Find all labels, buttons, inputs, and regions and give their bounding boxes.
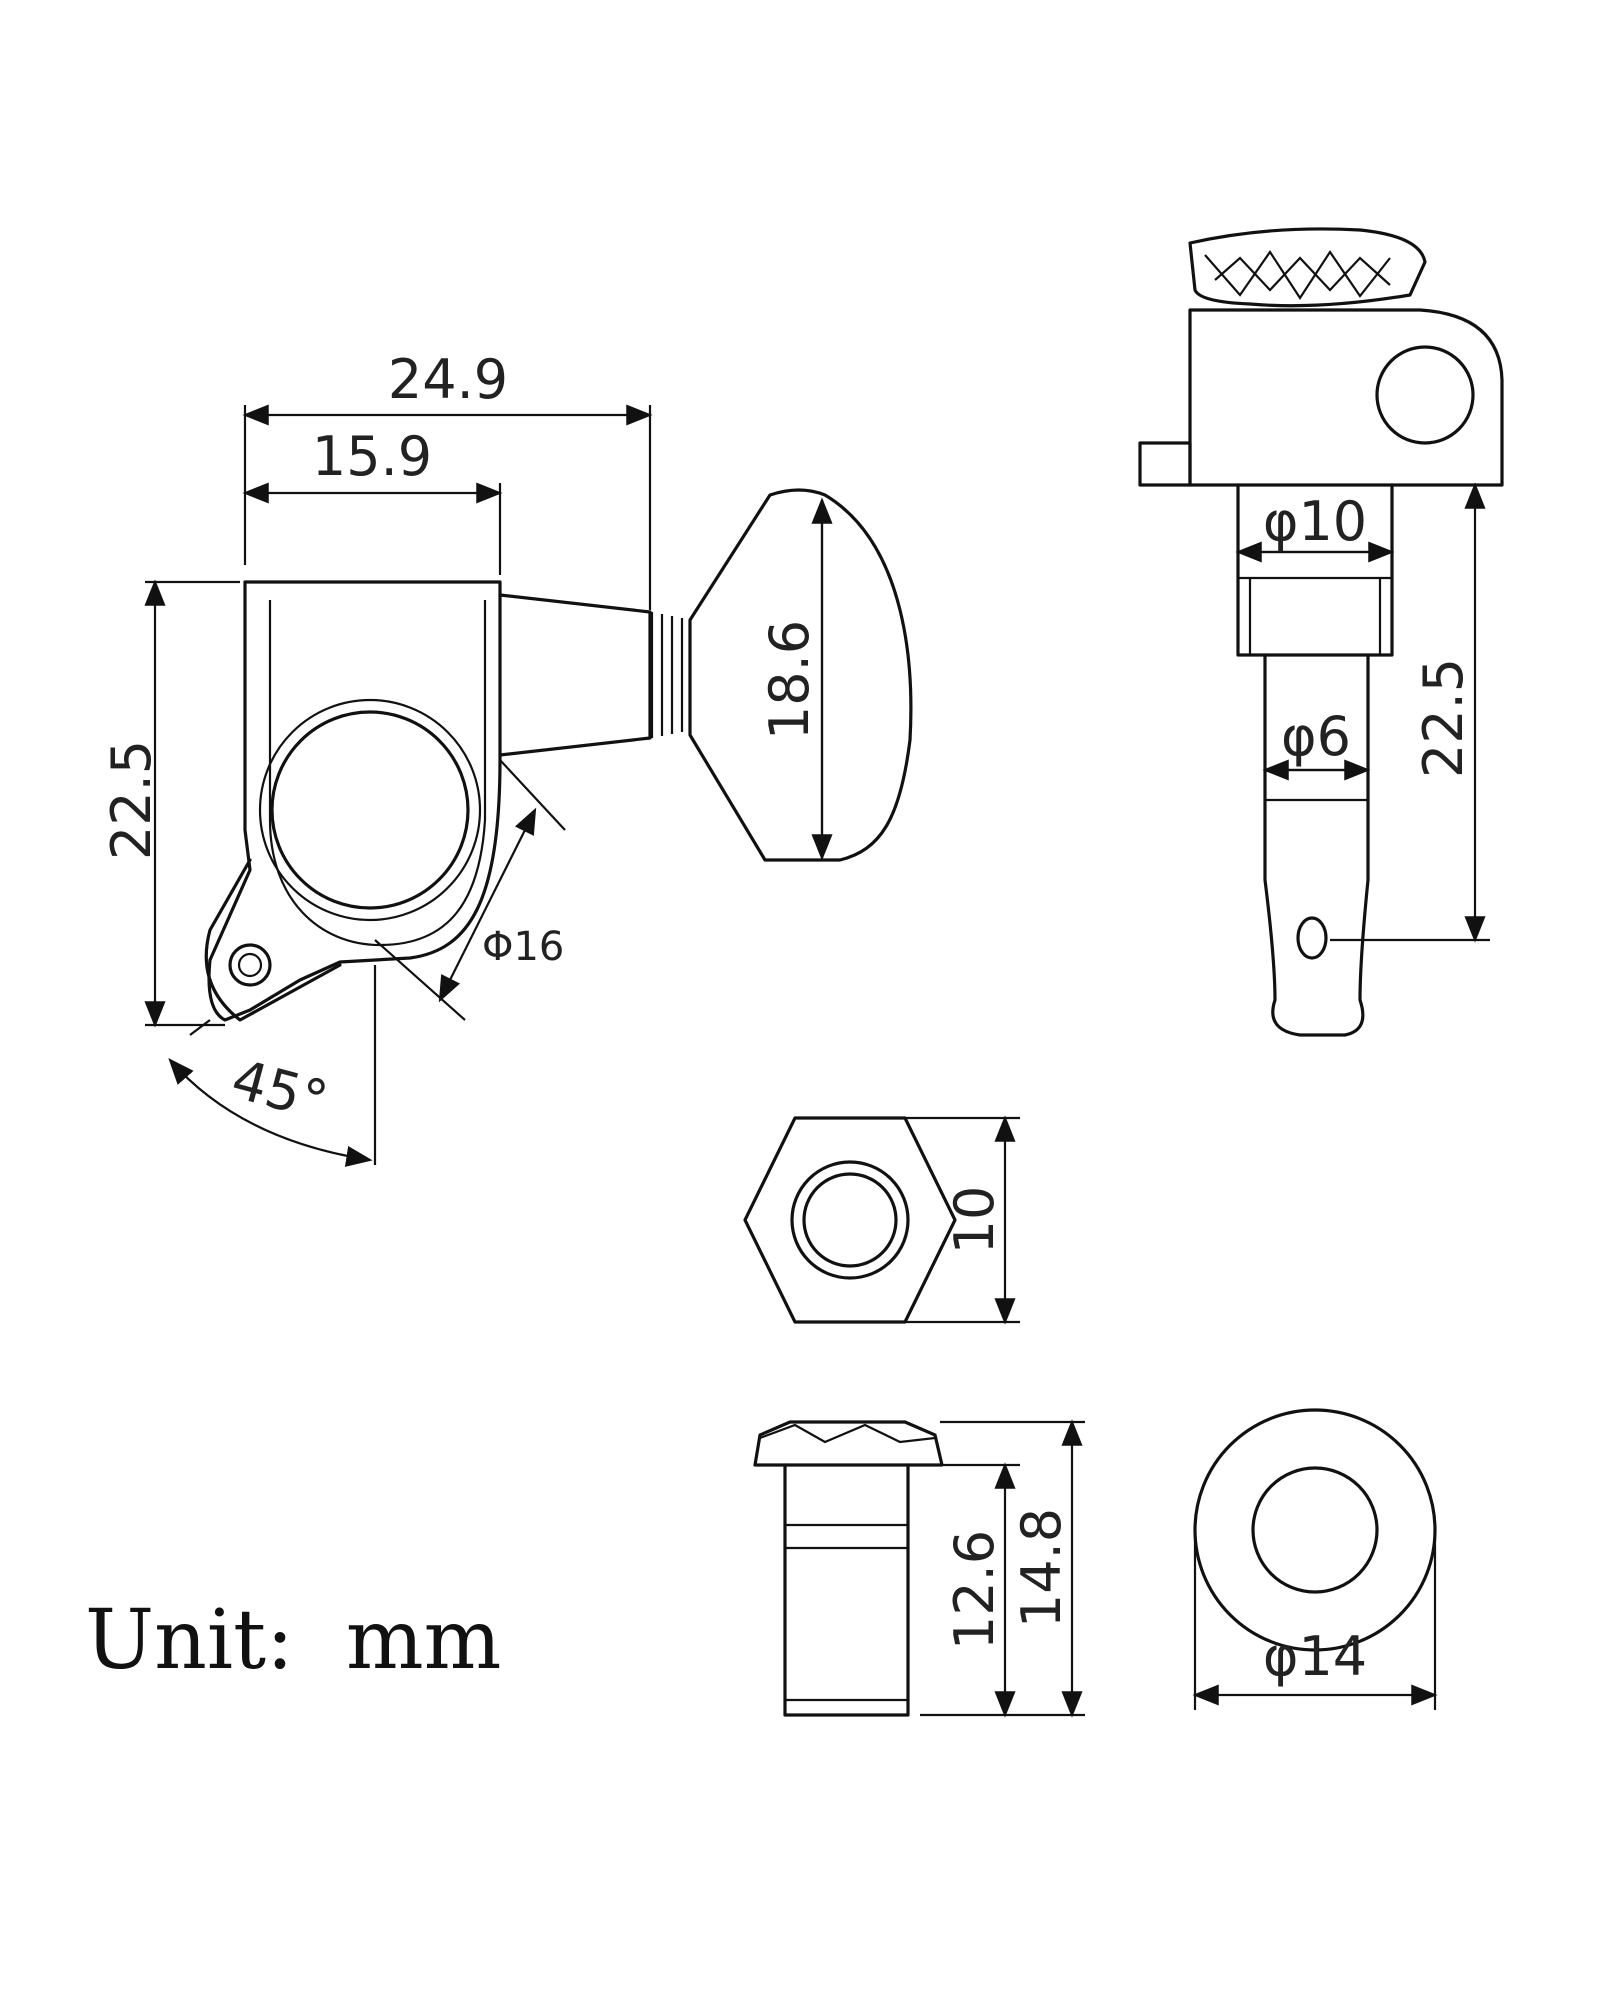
ferrule-inner-height-label: 12.6 <box>943 1530 1006 1650</box>
shaft <box>498 593 652 757</box>
housing-height-label: 22.5 <box>100 740 163 860</box>
washer-view: φ14 <box>1192 1408 1438 1710</box>
tuning-knob <box>688 488 913 862</box>
hex-nut-view: 10 <box>743 1115 1020 1325</box>
gear-diameter-label: Φ16 <box>482 924 564 970</box>
knob-edge <box>1188 227 1427 308</box>
gear-boss <box>1375 345 1475 445</box>
post-height-label: 22.5 <box>1412 658 1475 778</box>
knob-height-label: 18.6 <box>758 620 821 740</box>
washer-outer <box>1193 1408 1437 1652</box>
knob-grip-pattern <box>1204 250 1391 301</box>
hex-nut <box>743 1116 957 1324</box>
bushing <box>1236 483 1394 657</box>
overall-width-label: 24.9 <box>388 348 508 411</box>
string-post <box>1263 653 1370 1037</box>
nut-outer-ring <box>790 1160 910 1280</box>
front-view: φ10 φ6 22.5 <box>1138 227 1504 1037</box>
gear-cover <box>270 710 470 910</box>
mounting-tab <box>204 858 342 1022</box>
gear-cover-rim <box>258 698 482 922</box>
ferrule-body <box>783 1463 910 1717</box>
housing-inner-outline <box>268 600 487 947</box>
side-stub <box>1138 441 1192 487</box>
gear-diameter-dim-line <box>438 807 537 1003</box>
ferrule-view: 12.6 14.8 <box>753 1419 1085 1718</box>
screw-hole-inner <box>237 952 263 978</box>
shaft-collar <box>650 612 684 738</box>
unit-label: Unit: mm <box>85 1593 501 1688</box>
post-diameter-label: φ6 <box>1281 705 1351 768</box>
housing-width-label: 15.9 <box>312 425 432 488</box>
angle-arc <box>168 1058 373 1167</box>
post-housing <box>1188 308 1504 487</box>
screw-hole <box>228 943 272 987</box>
side-view: 24.9 15.9 22.5 18.6 Φ16 45° <box>100 348 913 1167</box>
washer-inner <box>1251 1466 1379 1594</box>
nut-inner-ring <box>802 1172 898 1268</box>
ferrule-total-height-label: 14.8 <box>1010 1508 1073 1628</box>
angle-label: 45° <box>225 1047 334 1133</box>
nut-size-label: 10 <box>943 1186 1006 1255</box>
bushing-diameter-label: φ10 <box>1263 490 1367 553</box>
string-hole <box>1296 916 1328 960</box>
washer-diameter-label: φ14 <box>1263 1625 1367 1688</box>
